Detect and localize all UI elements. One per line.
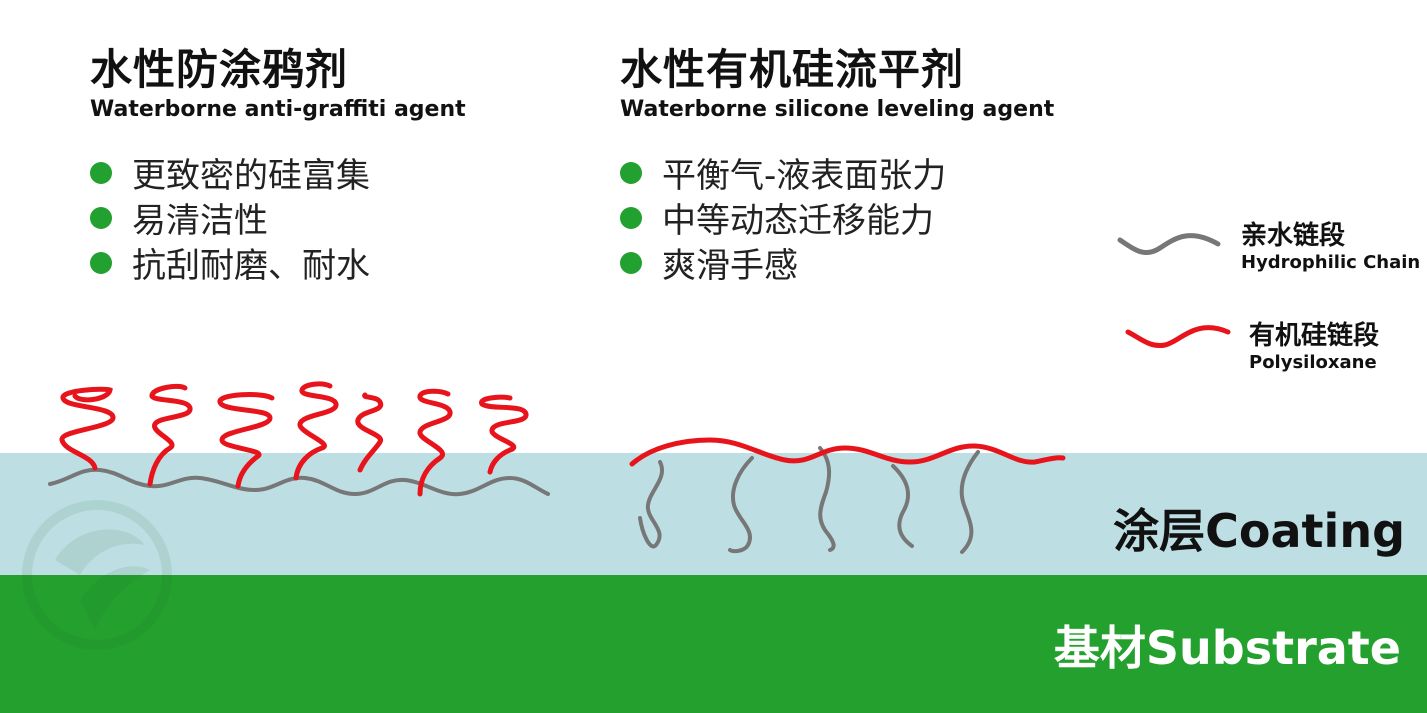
list-item: 平衡气-液表面张力 [620, 150, 1054, 196]
bullet-dot [620, 206, 642, 229]
legend-hydrophilic-label-en: Hydrophilic Chain [1241, 252, 1421, 273]
hydrophilic-chain-backbone [48, 467, 550, 497]
hydrophilic-chain [891, 464, 914, 548]
polysiloxane-coil [293, 381, 339, 481]
bullet-text: 中等动态迁移能力 [662, 201, 934, 241]
left-bullet-list: 更致密的硅富集 易清洁性 抗刮耐磨、耐水 [90, 150, 466, 286]
bullet-text: 更致密的硅富集 [132, 156, 370, 196]
right-panel: 水性有机硅流平剂 Waterborne silicone leveling ag… [620, 44, 1055, 286]
right-title-en: Waterborne silicone leveling agent [620, 97, 1055, 122]
list-item: 爽滑手感 [620, 240, 1054, 286]
list-item: 中等动态迁移能力 [620, 195, 1054, 241]
gray-wave-line-icon [1117, 233, 1221, 255]
hydrophilic-chain [818, 446, 836, 552]
polysiloxane-coil [59, 386, 116, 471]
substrate-label: 基材Substrate [1053, 621, 1401, 675]
coating-label: 涂层Coating [1113, 504, 1405, 558]
polysiloxane-coil [417, 388, 453, 497]
hydrophilic-chain [959, 450, 980, 554]
list-item: 更致密的硅富集 [90, 150, 466, 196]
polysiloxane-coil [355, 392, 384, 473]
leaf-logo-watermark-icon [22, 500, 172, 650]
bullet-dot [90, 251, 112, 274]
polysiloxane-coil [479, 394, 529, 475]
bullet-dot [90, 161, 112, 184]
bullet-text: 平衡气-液表面张力 [662, 156, 947, 196]
polysiloxane-coil [217, 392, 275, 489]
left-panel: 水性防涂鸦剂 Waterborne anti-graffiti agent 更致… [90, 44, 466, 286]
polysiloxane-chain-surface [629, 437, 1066, 467]
bullet-dot [620, 161, 642, 184]
coating-layer [0, 453, 1427, 575]
bullet-dot [90, 206, 112, 229]
list-item: 易清洁性 [90, 195, 466, 241]
left-title-en: Waterborne anti-graffiti agent [90, 97, 466, 122]
right-bullet-list: 平衡气-液表面张力 中等动态迁移能力 爽滑手感 [620, 150, 1054, 286]
right-title-cn: 水性有机硅流平剂 [620, 45, 965, 94]
bullet-text: 爽滑手感 [662, 246, 798, 286]
legend-polysiloxane-label-en: Polysiloxane [1249, 352, 1377, 373]
bullet-dot [620, 251, 642, 274]
legend-polysiloxane-label-cn: 有机硅链段 [1249, 321, 1380, 351]
polysiloxane-coil [147, 383, 193, 487]
hydrophilic-chain [728, 456, 754, 554]
left-title-cn: 水性防涂鸦剂 [90, 45, 349, 94]
list-item: 抗刮耐磨、耐水 [90, 240, 466, 286]
legend-hydrophilic-label-cn: 亲水链段 [1241, 221, 1346, 251]
red-wave-line-icon [1125, 325, 1231, 349]
bullet-text: 易清洁性 [132, 201, 268, 241]
substrate-layer [0, 575, 1427, 713]
hydrophilic-chain [638, 460, 664, 549]
bullet-text: 抗刮耐磨、耐水 [132, 246, 370, 286]
